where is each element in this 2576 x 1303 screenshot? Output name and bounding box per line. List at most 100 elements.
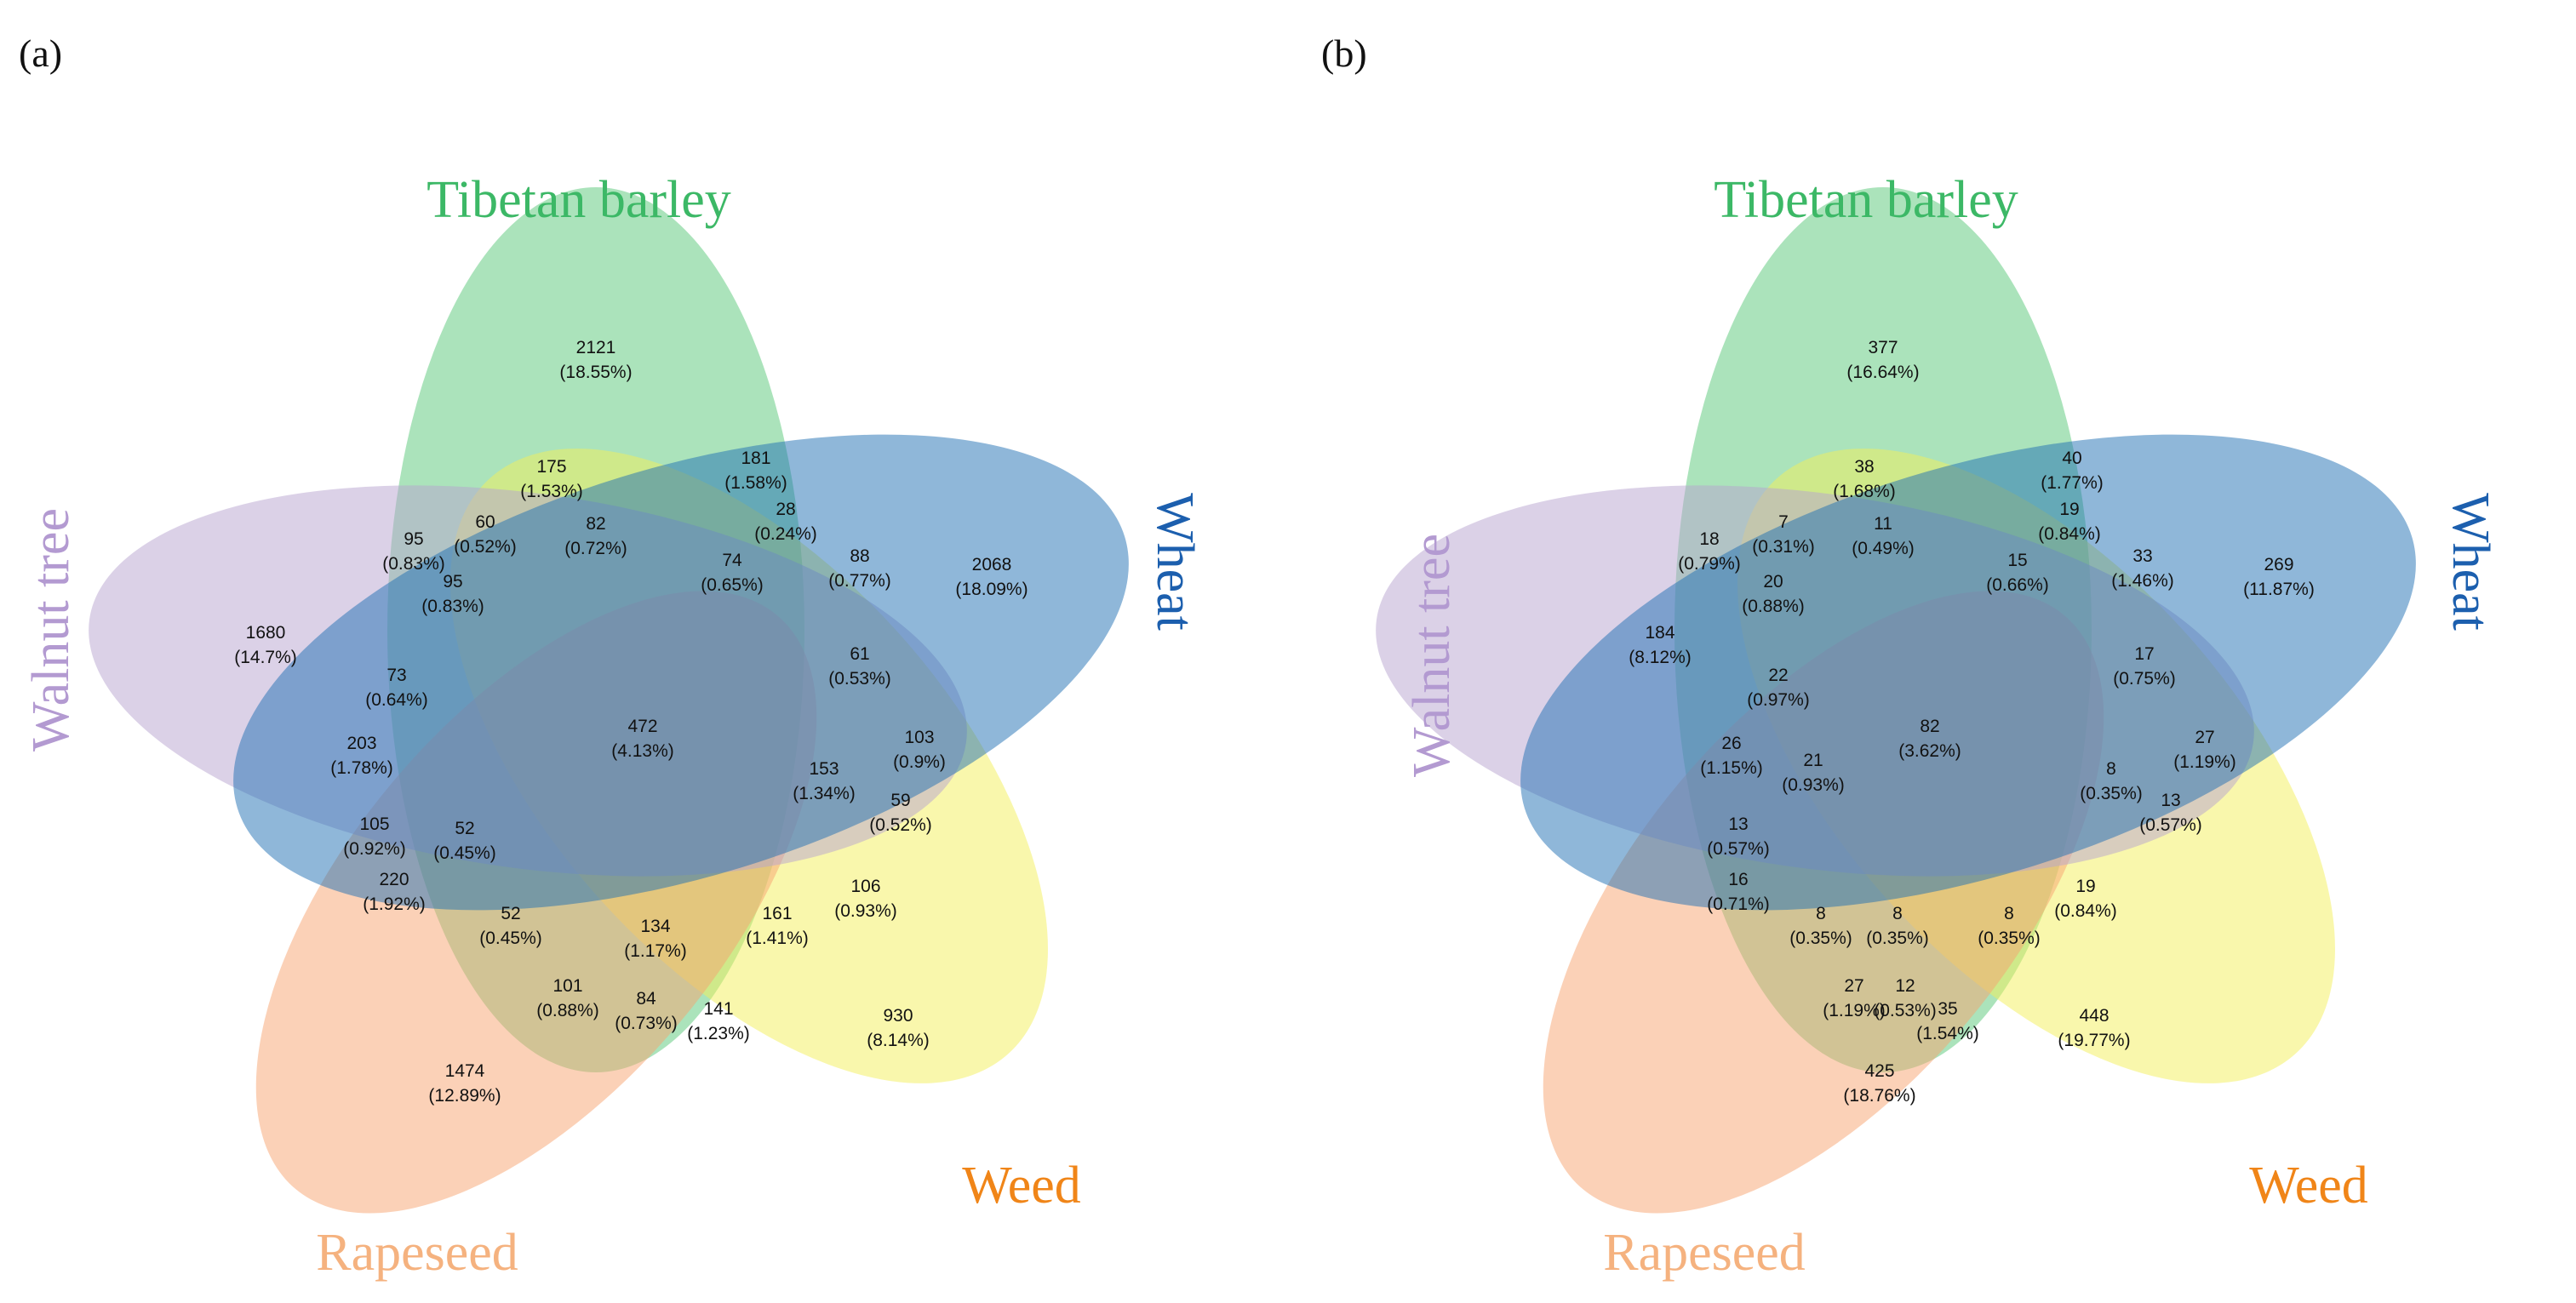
panel-a-label: (a) [19, 31, 62, 75]
tibetan-barley-label: Tibetan barley [426, 171, 731, 229]
region-percent: (0.72%) [564, 539, 627, 558]
region-percent: (1.54%) [1916, 1024, 1979, 1043]
region-count: 13 [1728, 814, 1748, 834]
region-percent: (11.87%) [2243, 580, 2315, 599]
region-percent: (1.68%) [1833, 482, 1896, 501]
region-percent: (0.64%) [365, 690, 428, 710]
region-count: 82 [586, 514, 605, 534]
region-percent: (1.19%) [2173, 752, 2236, 772]
region-percent: (0.75%) [2113, 669, 2176, 689]
rapeseed-label: Rapeseed [316, 1224, 518, 1282]
region-count: 377 [1868, 338, 1898, 357]
region-percent: (0.9%) [893, 752, 946, 772]
region-count: 425 [1864, 1061, 1894, 1081]
region-count: 8 [2004, 904, 2014, 923]
rapeseed-label: Rapeseed [1603, 1224, 1806, 1282]
region-percent: (0.49%) [1852, 539, 1915, 558]
region-percent: (4.13%) [611, 741, 674, 761]
region-count: 8 [2106, 759, 2116, 779]
region-count: 35 [1938, 999, 1957, 1019]
region-count: 52 [501, 904, 520, 923]
region-percent: (1.41%) [746, 929, 809, 948]
region-count: 84 [636, 989, 656, 1009]
region-count: 184 [1645, 623, 1674, 643]
region-percent: (0.77%) [828, 571, 891, 591]
region-count: 27 [2195, 728, 2214, 747]
region-percent: (1.23%) [687, 1024, 750, 1043]
region-count: 181 [741, 449, 770, 468]
region-count: 7 [1778, 512, 1789, 532]
region-count: 61 [850, 644, 869, 664]
region-percent: (0.24%) [754, 524, 817, 544]
region-count: 73 [386, 666, 406, 685]
region-count: 33 [2132, 546, 2152, 566]
region-percent: (0.88%) [1742, 597, 1805, 616]
region-count: 141 [703, 999, 733, 1019]
region-percent: (0.35%) [1866, 929, 1929, 948]
region-count: 52 [455, 819, 474, 838]
region-percent: (0.92%) [343, 839, 406, 859]
region-count: 60 [475, 512, 495, 532]
region-percent: (0.88%) [536, 1001, 599, 1020]
region-percent: (14.7%) [234, 648, 297, 667]
walnut-tree-label: Walnut tree [1403, 534, 1461, 777]
region-percent: (18.09%) [955, 580, 1028, 599]
weed-label: Weed [962, 1157, 1081, 1214]
wheat-label: Wheat [1146, 493, 1204, 631]
region-count: 38 [1854, 457, 1874, 477]
region-percent: (0.93%) [1782, 775, 1845, 795]
region-count: 153 [809, 759, 839, 779]
region-count: 101 [552, 976, 582, 996]
region-count: 448 [2079, 1006, 2109, 1026]
region-count: 15 [2007, 551, 2027, 570]
region-percent: (1.15%) [1700, 758, 1763, 778]
panel-b-label: (b) [1321, 31, 1367, 75]
region-percent: (18.55%) [559, 363, 632, 382]
region-percent: (8.12%) [1629, 648, 1692, 667]
region-percent: (1.77%) [2041, 473, 2104, 493]
region-percent: (0.79%) [1678, 554, 1741, 574]
region-count: 11 [1874, 514, 1892, 534]
region-percent: (1.46%) [2111, 571, 2174, 591]
region-percent: (0.84%) [2054, 901, 2117, 921]
region-percent: (1.19%) [1823, 1001, 1886, 1020]
region-count: 18 [1699, 529, 1719, 549]
region-percent: (0.57%) [2139, 815, 2202, 835]
region-count: 105 [359, 814, 389, 834]
region-percent: (0.71%) [1707, 894, 1770, 914]
region-percent: (0.35%) [1789, 929, 1852, 948]
region-count: 28 [776, 500, 795, 519]
region-percent: (0.45%) [433, 843, 496, 863]
region-count: 40 [2062, 449, 2081, 468]
region-count: 19 [2075, 877, 2095, 896]
region-count: 21 [1803, 751, 1823, 770]
wheat-label: Wheat [2441, 493, 2499, 631]
region-count: 95 [404, 529, 423, 549]
region-percent: (0.93%) [834, 901, 897, 921]
region-percent: (1.17%) [624, 941, 687, 961]
region-percent: (0.66%) [1986, 575, 2049, 595]
region-count: 472 [627, 717, 657, 736]
region-count: 95 [443, 572, 462, 591]
region-percent: (0.97%) [1747, 690, 1810, 710]
region-count: 8 [1892, 904, 1903, 923]
region-count: 930 [883, 1006, 913, 1026]
region-percent: (18.76%) [1843, 1086, 1915, 1106]
region-count: 103 [904, 728, 934, 747]
region-percent: (3.62%) [1898, 741, 1961, 761]
region-percent: (1.58%) [724, 473, 787, 493]
region-percent: (16.64%) [1846, 363, 1919, 382]
region-count: 82 [1920, 717, 1939, 736]
region-percent: (19.77%) [2058, 1031, 2130, 1050]
region-count: 20 [1763, 572, 1783, 591]
region-count: 88 [850, 546, 869, 566]
region-count: 175 [536, 457, 566, 477]
region-percent: (1.53%) [520, 482, 583, 501]
region-count: 269 [2264, 555, 2293, 574]
walnut-tree-label: Walnut tree [22, 508, 80, 752]
region-percent: (0.53%) [828, 669, 891, 689]
region-percent: (0.65%) [701, 575, 764, 595]
region-percent: (0.35%) [2080, 784, 2143, 803]
region-count: 161 [762, 904, 792, 923]
